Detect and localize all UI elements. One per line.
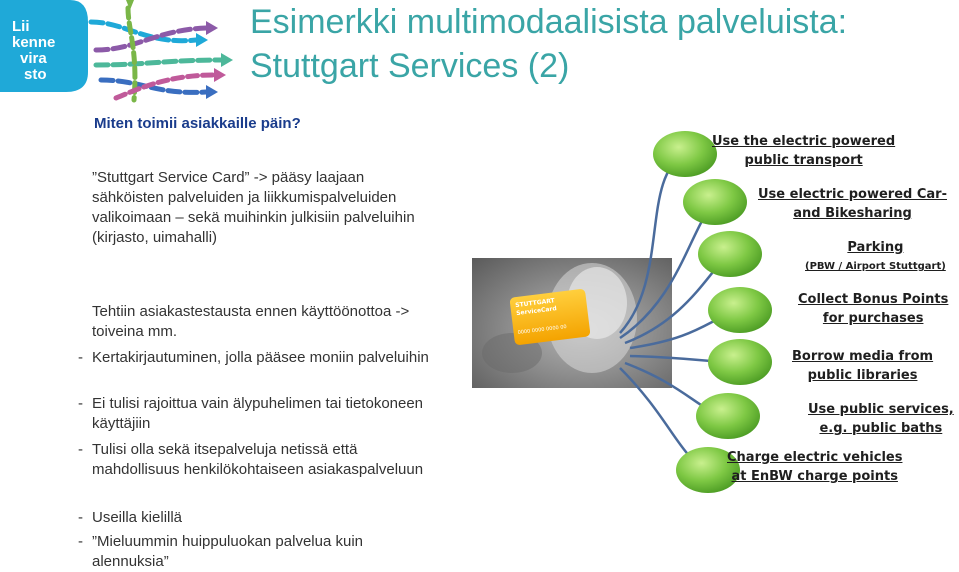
bullet-text: Ei tulisi rajoittua vain älypuhelimen ta… (92, 395, 424, 432)
service-label-line2: (PBW / Airport Stuttgart) (805, 261, 946, 272)
service-label-line2: public transport (744, 153, 863, 168)
svg-text:sto: sto (24, 66, 47, 83)
wish-bullet-4: - Useilla kielillä (78, 508, 438, 528)
service-label-3: Parking (PBW / Airport Stuttgart) (805, 238, 946, 276)
title-line-1: Esimerkki multimodaalisista palveluista: (250, 3, 848, 41)
service-leaves (653, 131, 772, 493)
service-label-line1: Borrow media from (792, 349, 934, 364)
bullet-text: Useilla kielillä (92, 509, 183, 526)
service-label-6: Use public services, e.g. public baths (808, 400, 954, 438)
leaf-4 (708, 287, 772, 333)
service-label-2: Use electric powered Car- and Bikesharin… (758, 185, 947, 223)
service-label-line1: Collect Bonus Points (798, 292, 949, 307)
service-label-line1: Charge electric vehicles (727, 450, 903, 465)
wish-bullet-3: - Tulisi olla sekä itsepalveluja netissä… (78, 440, 438, 480)
service-label-line1: Use the electric powered (712, 134, 896, 149)
bullet-text: Kertakirjautuminen, jolla pääsee moniin … (92, 349, 429, 366)
service-label-line2: for purchases (822, 311, 924, 326)
leaf-3 (698, 231, 762, 277)
service-label-7: Charge electric vehicles at EnBW charge … (727, 448, 902, 486)
stuttgart-service-card: STUTTGART ServiceCard 0000 0000 0000 00 (509, 288, 591, 346)
bullet-text: Tulisi olla sekä itsepalveluja netissä e… (92, 441, 424, 478)
service-label-1: Use the electric powered public transpor… (712, 132, 895, 170)
svg-text:kenne: kenne (12, 34, 55, 51)
title-line-2: Stuttgart Services (2) (250, 47, 570, 85)
intro-paragraph: ”Stuttgart Service Card” -> pääsy laajaa… (92, 169, 415, 246)
svg-text:Lii: Lii (12, 18, 30, 35)
wish-bullet-1: - Kertakirjautuminen, jolla pääsee monii… (78, 348, 438, 368)
bullet-dash: - (78, 395, 83, 412)
service-label-4: Collect Bonus Points for purchases (798, 290, 948, 328)
service-label-5: Borrow media from public libraries (792, 347, 933, 385)
svg-text:vira: vira (20, 50, 47, 67)
leaf-7 (676, 447, 740, 493)
section-subtitle: Miten toimii asiakkaille päin? (94, 115, 301, 132)
service-label-line2: and Bikesharing (793, 206, 912, 221)
bullet-dash: - (78, 509, 83, 526)
leaf-5 (708, 339, 772, 385)
bullet-text: ”Mieluummin huippuluokan palvelua kuin a… (92, 533, 363, 570)
leaf-1 (653, 131, 717, 177)
service-label-line1: Use electric powered Car- (758, 187, 947, 202)
service-label-line1: Parking (847, 240, 904, 255)
services-tree-graphic (600, 118, 959, 508)
service-label-line2: public libraries (807, 368, 918, 383)
survey-paragraph: Tehtiin asiakastestausta ennen käyttööno… (92, 303, 410, 340)
service-label-line2: at EnBW charge points (731, 469, 898, 484)
leaf-2 (683, 179, 747, 225)
service-label-line1: Use public services, (808, 402, 954, 417)
bullet-dash: - (78, 441, 83, 458)
page-title: Esimerkki multimodaalisista palveluista:… (250, 0, 950, 88)
leaf-6 (696, 393, 760, 439)
bullet-dash: - (78, 533, 83, 550)
wish-bullet-5: - ”Mieluummin huippuluokan palvelua kuin… (78, 532, 438, 572)
bullet-dash: - (78, 349, 83, 366)
service-label-line2: e.g. public baths (819, 421, 943, 436)
liikennevirasto-logo: Lii kenne vira sto (0, 0, 88, 92)
wish-bullet-2: - Ei tulisi rajoittua vain älypuhelimen … (78, 394, 438, 434)
card-number: 0000 0000 0000 00 (517, 324, 568, 337)
multimodal-arrows-graphic (86, 0, 246, 110)
